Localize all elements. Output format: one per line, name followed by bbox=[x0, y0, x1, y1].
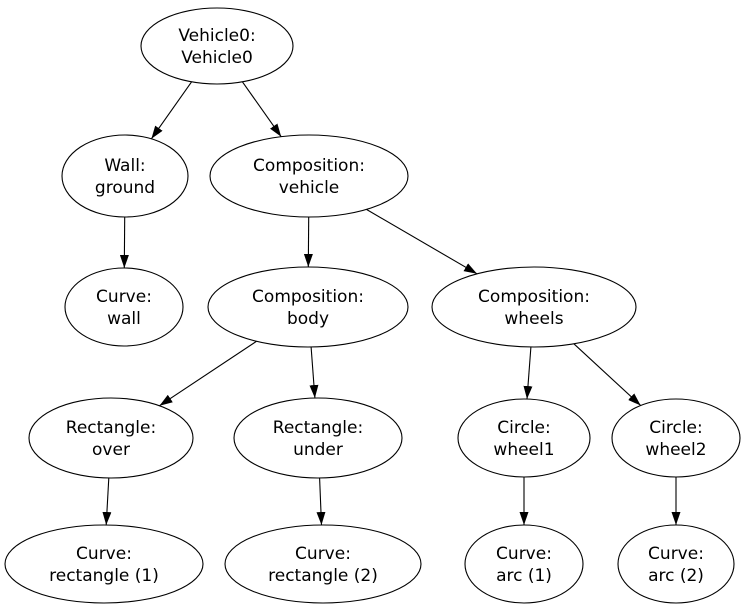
edges-layer bbox=[102, 81, 681, 526]
node-ellipse-vehicle0 bbox=[140, 7, 294, 85]
node-curve-rectangle-1: Curve:rectangle (1) bbox=[4, 524, 204, 604]
edge-rectangle-over-to-curve-rectangle-1 bbox=[102, 477, 112, 526]
edge-composition-body-to-rectangle-over bbox=[159, 340, 257, 407]
nodes-layer: Vehicle0:Vehicle0Wall:groundComposition:… bbox=[4, 7, 741, 604]
node-composition-body: Composition:body bbox=[207, 266, 409, 348]
node-ellipse-composition-body bbox=[207, 266, 409, 348]
node-vehicle0: Vehicle0:Vehicle0 bbox=[140, 7, 294, 85]
node-ellipse-curve-rectangle-1 bbox=[4, 524, 204, 604]
node-ellipse-rectangle-over bbox=[28, 397, 194, 479]
node-label-curve-wall: Curve:wall bbox=[96, 287, 152, 329]
node-curve-arc-2: Curve:arc (2) bbox=[617, 524, 735, 604]
node-label-curve-arc-1: Curve:arc (1) bbox=[496, 544, 552, 586]
node-ellipse-rectangle-under bbox=[233, 397, 403, 479]
node-rectangle-under: Rectangle:under bbox=[233, 397, 403, 479]
node-ellipse-curve-rectangle-2 bbox=[224, 524, 422, 604]
edge-composition-body-to-rectangle-under bbox=[309, 346, 319, 399]
edge-composition-vehicle-to-composition-wheels bbox=[366, 208, 478, 275]
node-label-composition-wheels: Composition:wheels bbox=[478, 287, 590, 329]
node-label-wall-ground: Wall:ground bbox=[95, 156, 155, 198]
node-rectangle-over: Rectangle:over bbox=[28, 397, 194, 479]
node-ellipse-curve-arc-2 bbox=[617, 524, 735, 604]
node-label-curve-rectangle-2: Curve:rectangle (2) bbox=[268, 544, 378, 586]
node-label-rectangle-over: Rectangle:over bbox=[66, 418, 156, 460]
node-label-composition-vehicle: Composition:vehicle bbox=[253, 156, 365, 198]
node-ellipse-curve-arc-1 bbox=[464, 524, 584, 604]
node-composition-wheels: Composition:wheels bbox=[431, 266, 637, 348]
node-label-curve-arc-2: Curve:arc (2) bbox=[648, 544, 704, 586]
node-label-curve-rectangle-1: Curve:rectangle (1) bbox=[49, 544, 159, 586]
node-label-circle-wheel2: Circle:wheel2 bbox=[645, 418, 706, 460]
node-ellipse-wall-ground bbox=[61, 134, 189, 218]
node-ellipse-curve-wall bbox=[64, 267, 184, 347]
node-label-vehicle0: Vehicle0:Vehicle0 bbox=[178, 26, 255, 68]
node-circle-wheel2: Circle:wheel2 bbox=[611, 398, 741, 478]
node-circle-wheel1: Circle:wheel1 bbox=[457, 398, 591, 478]
node-curve-arc-1: Curve:arc (1) bbox=[464, 524, 584, 604]
node-ellipse-circle-wheel2 bbox=[611, 398, 741, 478]
node-curve-rectangle-2: Curve:rectangle (2) bbox=[224, 524, 422, 604]
node-label-circle-wheel1: Circle:wheel1 bbox=[493, 418, 554, 460]
node-label-composition-body: Composition:body bbox=[252, 287, 364, 329]
node-composition-vehicle: Composition:vehicle bbox=[209, 134, 409, 218]
node-ellipse-composition-wheels bbox=[431, 266, 637, 348]
edge-vehicle0-to-wall-ground bbox=[150, 81, 193, 140]
node-ellipse-composition-vehicle bbox=[209, 134, 409, 218]
edge-vehicle0-to-composition-vehicle bbox=[241, 81, 282, 138]
node-wall-ground: Wall:ground bbox=[61, 134, 189, 218]
node-curve-wall: Curve:wall bbox=[64, 267, 184, 347]
node-label-rectangle-under: Rectangle:under bbox=[273, 418, 363, 460]
edge-composition-wheels-to-circle-wheel2 bbox=[573, 343, 642, 406]
edge-rectangle-under-to-curve-rectangle-2 bbox=[316, 477, 326, 526]
edge-composition-wheels-to-circle-wheel1 bbox=[523, 346, 533, 400]
node-ellipse-circle-wheel1 bbox=[457, 398, 591, 478]
